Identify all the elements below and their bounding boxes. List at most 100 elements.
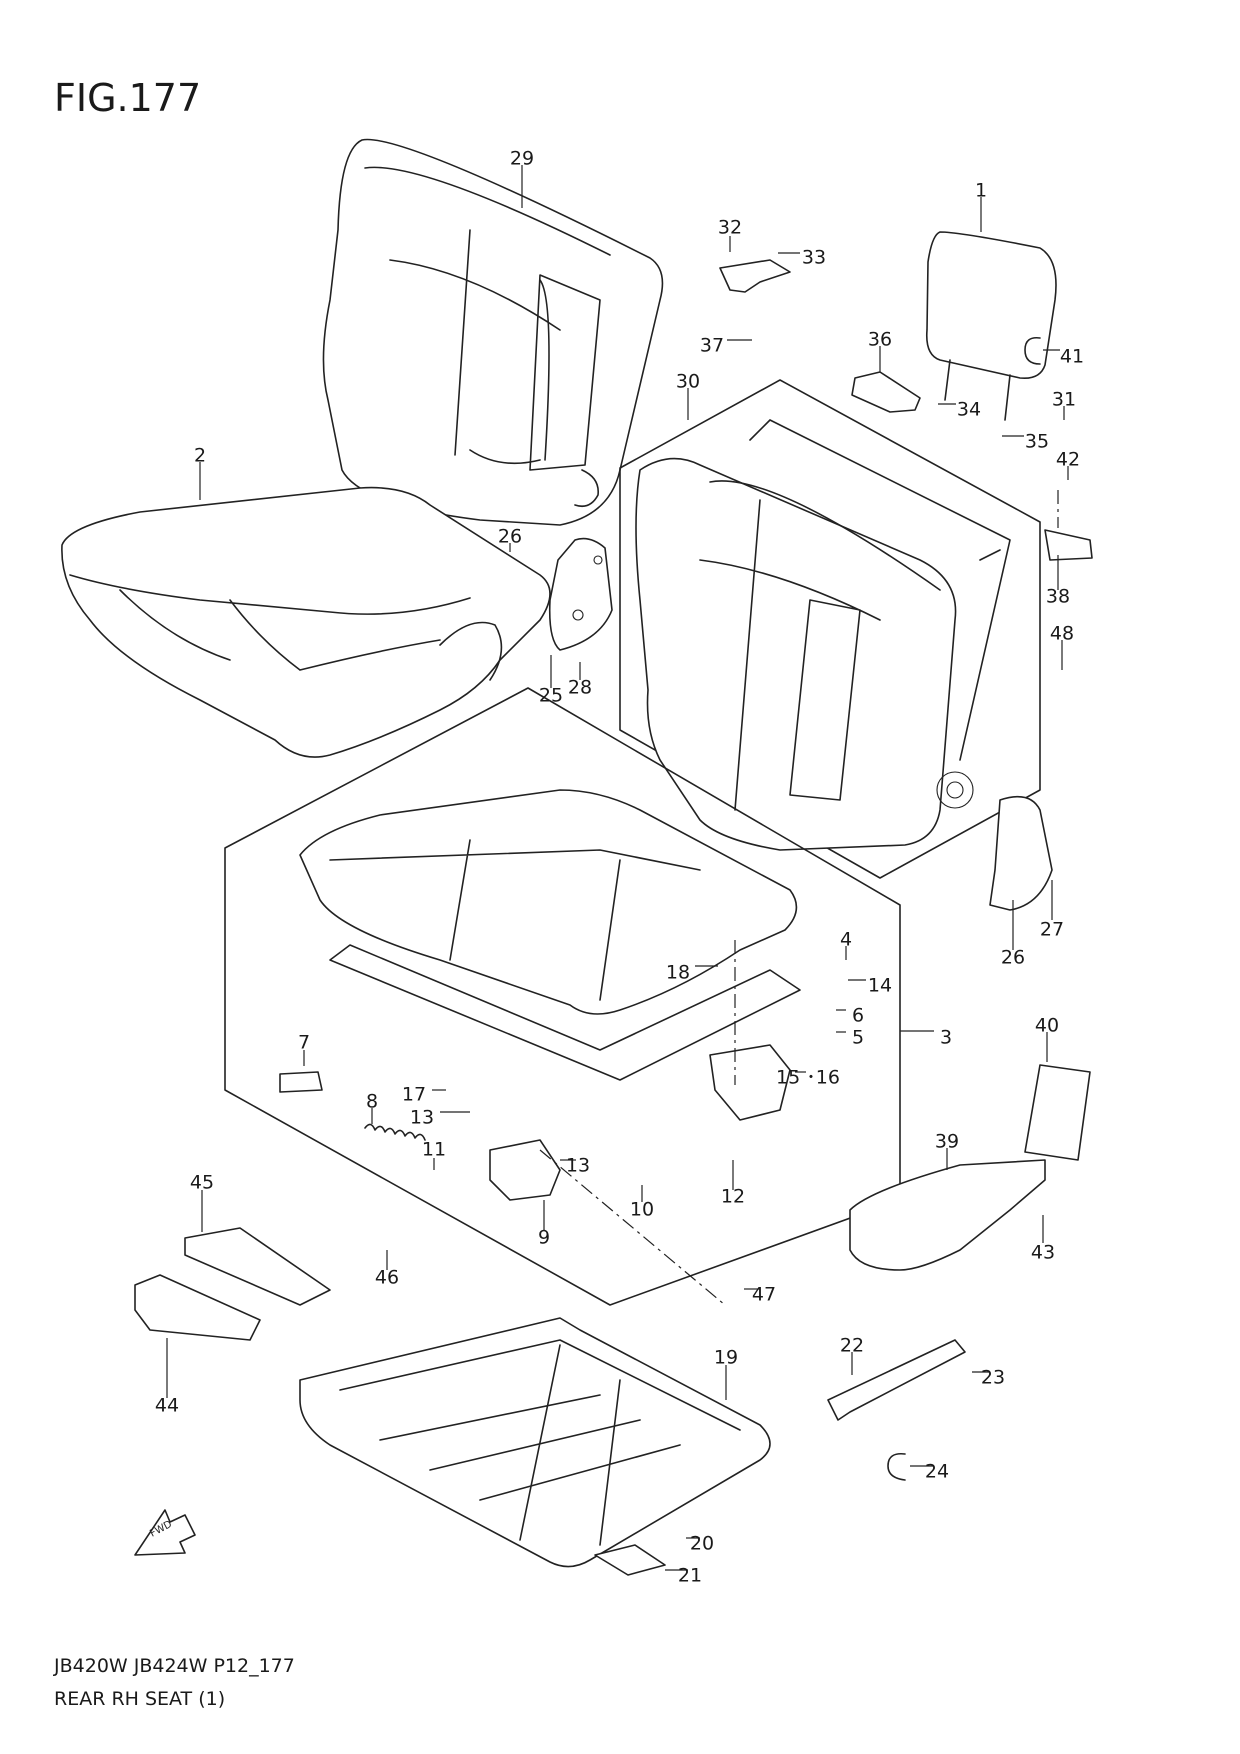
callout-37: 37 (700, 335, 752, 357)
cover-39 (849, 1159, 1046, 1271)
callout-12: 12 (721, 1160, 745, 1208)
callout-39: 39 (935, 1131, 959, 1170)
callout-number: 37 (700, 335, 724, 357)
callout-4: 4 (840, 929, 852, 960)
clip-24 (887, 1452, 906, 1481)
callout-13: 13 (410, 1107, 470, 1129)
belt-bracket-22 (827, 1339, 966, 1421)
callout-40: 40 (1035, 1015, 1059, 1062)
pad-21 (594, 1544, 666, 1576)
callout-number: 27 (1040, 919, 1064, 941)
callout-number: 35 (1025, 431, 1049, 453)
pad-40 (1024, 1064, 1091, 1161)
callout-number: 44 (155, 1395, 179, 1417)
callout-number: 2 (194, 445, 206, 467)
callout-5: 5 (836, 1027, 864, 1049)
callout-number: 38 (1046, 586, 1070, 608)
callout-34: 34 (938, 399, 981, 421)
figure-title: FIG.177 (54, 76, 202, 120)
callout-number: 45 (190, 1172, 214, 1194)
callout-number: 40 (1035, 1015, 1059, 1037)
callout-number: 13 (566, 1155, 590, 1177)
callout-46: 46 (375, 1250, 399, 1289)
callout-number: 41 (1060, 346, 1084, 368)
callout-number: 9 (538, 1227, 550, 1249)
under-tray-19 (299, 1317, 771, 1568)
callout-number: 28 (568, 677, 592, 699)
callout-number: 33 (802, 247, 826, 269)
callout-29: 29 (510, 148, 534, 208)
callout-number: 11 (422, 1139, 446, 1161)
seat-cushion-2 (61, 486, 551, 758)
callout-number: 22 (840, 1335, 864, 1357)
callout-28: 28 (568, 662, 592, 699)
callout-number: 26 (498, 526, 522, 548)
callout-3: 3 (900, 1027, 952, 1049)
callout-number: 47 (752, 1284, 776, 1306)
spring-8 (364, 1123, 426, 1141)
callout-number: 19 (714, 1347, 738, 1369)
callout-35: 35 (1002, 431, 1049, 453)
callout-38: 38 (1046, 555, 1070, 608)
callout-number: 31 (1052, 389, 1076, 411)
callout-number: 18 (666, 962, 690, 984)
callout-45: 45 (190, 1172, 214, 1232)
callout-number: 6 (852, 1005, 864, 1027)
callout-number: 4 (840, 929, 852, 951)
callout-17: 17 (402, 1084, 446, 1106)
callout-number: 36 (868, 329, 892, 351)
footer-drawing-code: JB420W JB424W P12_177 (54, 1655, 295, 1677)
callout-number: 24 (925, 1461, 949, 1483)
callout-number: 48 (1050, 623, 1074, 645)
callout-36: 36 (868, 329, 892, 372)
callout-26: 26 (1001, 900, 1025, 969)
callout-number: 46 (375, 1267, 399, 1289)
pad-7 (279, 1071, 323, 1093)
callout-44: 44 (155, 1338, 179, 1417)
callout-number: 8 (366, 1091, 378, 1113)
callout-number: 10 (630, 1199, 654, 1221)
assembly-line (539, 1149, 726, 1306)
callout-43: 43 (1031, 1215, 1055, 1264)
callout-24: 24 (910, 1461, 949, 1483)
callout-number: 1 (975, 180, 987, 202)
cover-44 (134, 1274, 261, 1341)
callout-48: 48 (1050, 623, 1074, 670)
callout-number: 21 (678, 1565, 702, 1587)
callout-32: 32 (718, 217, 742, 252)
callout-21: 21 (665, 1565, 702, 1587)
callout-number: 14 (868, 975, 892, 997)
callout-number: 7 (298, 1032, 310, 1054)
callout-13: 13 (560, 1155, 590, 1177)
callout-33: 33 (778, 247, 826, 269)
callout-11: 11 (422, 1139, 446, 1170)
cover-45 (184, 1227, 331, 1306)
callout-2: 2 (194, 445, 206, 500)
callout-47: 47 (744, 1284, 776, 1306)
callout-30: 30 (676, 371, 700, 420)
headrest-guide-36 (851, 371, 921, 413)
callout-27: 27 (1040, 880, 1064, 941)
callout-25: 25 (539, 655, 563, 707)
callout-number: 32 (718, 217, 742, 239)
seat-back-assembly-box-30 (619, 379, 1041, 879)
callout-number: 3 (940, 1027, 952, 1049)
callout-15-16: 15 ･16 (776, 1067, 840, 1089)
callout-number: 13 (410, 1107, 434, 1129)
callout-9: 9 (538, 1200, 550, 1249)
callout-22: 22 (840, 1335, 864, 1375)
callout-number: 30 (676, 371, 700, 393)
callout-26: 26 (498, 526, 522, 552)
lock-bracket-9 (489, 1139, 561, 1201)
callout-7: 7 (298, 1032, 310, 1066)
seat-cushion-frame-box-3 (224, 687, 901, 1306)
callout-6: 6 (836, 1005, 864, 1027)
clip-41 (1024, 336, 1041, 365)
callout-number: 17 (402, 1084, 426, 1106)
callout-number: 42 (1056, 449, 1080, 471)
callout-number: 5 (852, 1027, 864, 1049)
callout-8: 8 (366, 1091, 378, 1124)
callout-1: 1 (975, 180, 987, 232)
callout-20: 20 (686, 1533, 714, 1555)
